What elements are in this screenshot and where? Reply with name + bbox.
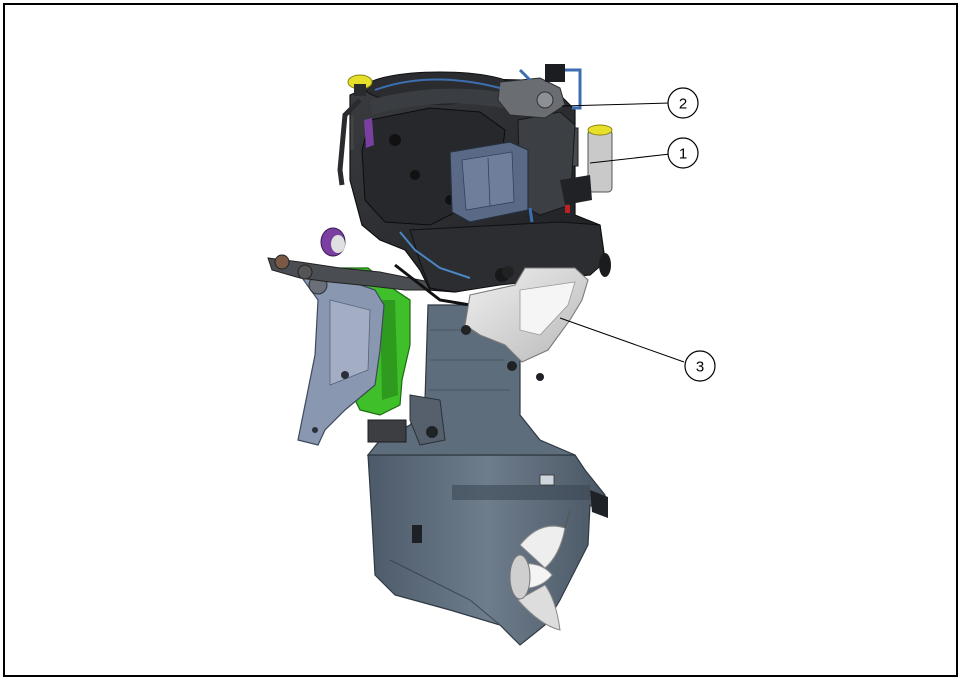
callout-2: 2 [667, 87, 699, 119]
clamp-block [367, 394, 446, 446]
powerhead [320, 64, 613, 293]
callout-2-label: 2 [679, 96, 687, 113]
intake-silencer [461, 266, 589, 363]
leader-lines [559, 102, 685, 363]
propeller [509, 509, 571, 631]
callout-3: 3 [684, 350, 716, 382]
lower-unit [367, 454, 608, 646]
callout-1-label: 1 [679, 146, 687, 163]
callout-1: 1 [667, 137, 699, 169]
callout-3-label: 3 [696, 359, 704, 376]
steering-linkage [267, 254, 471, 307]
transom-bracket [297, 274, 385, 446]
